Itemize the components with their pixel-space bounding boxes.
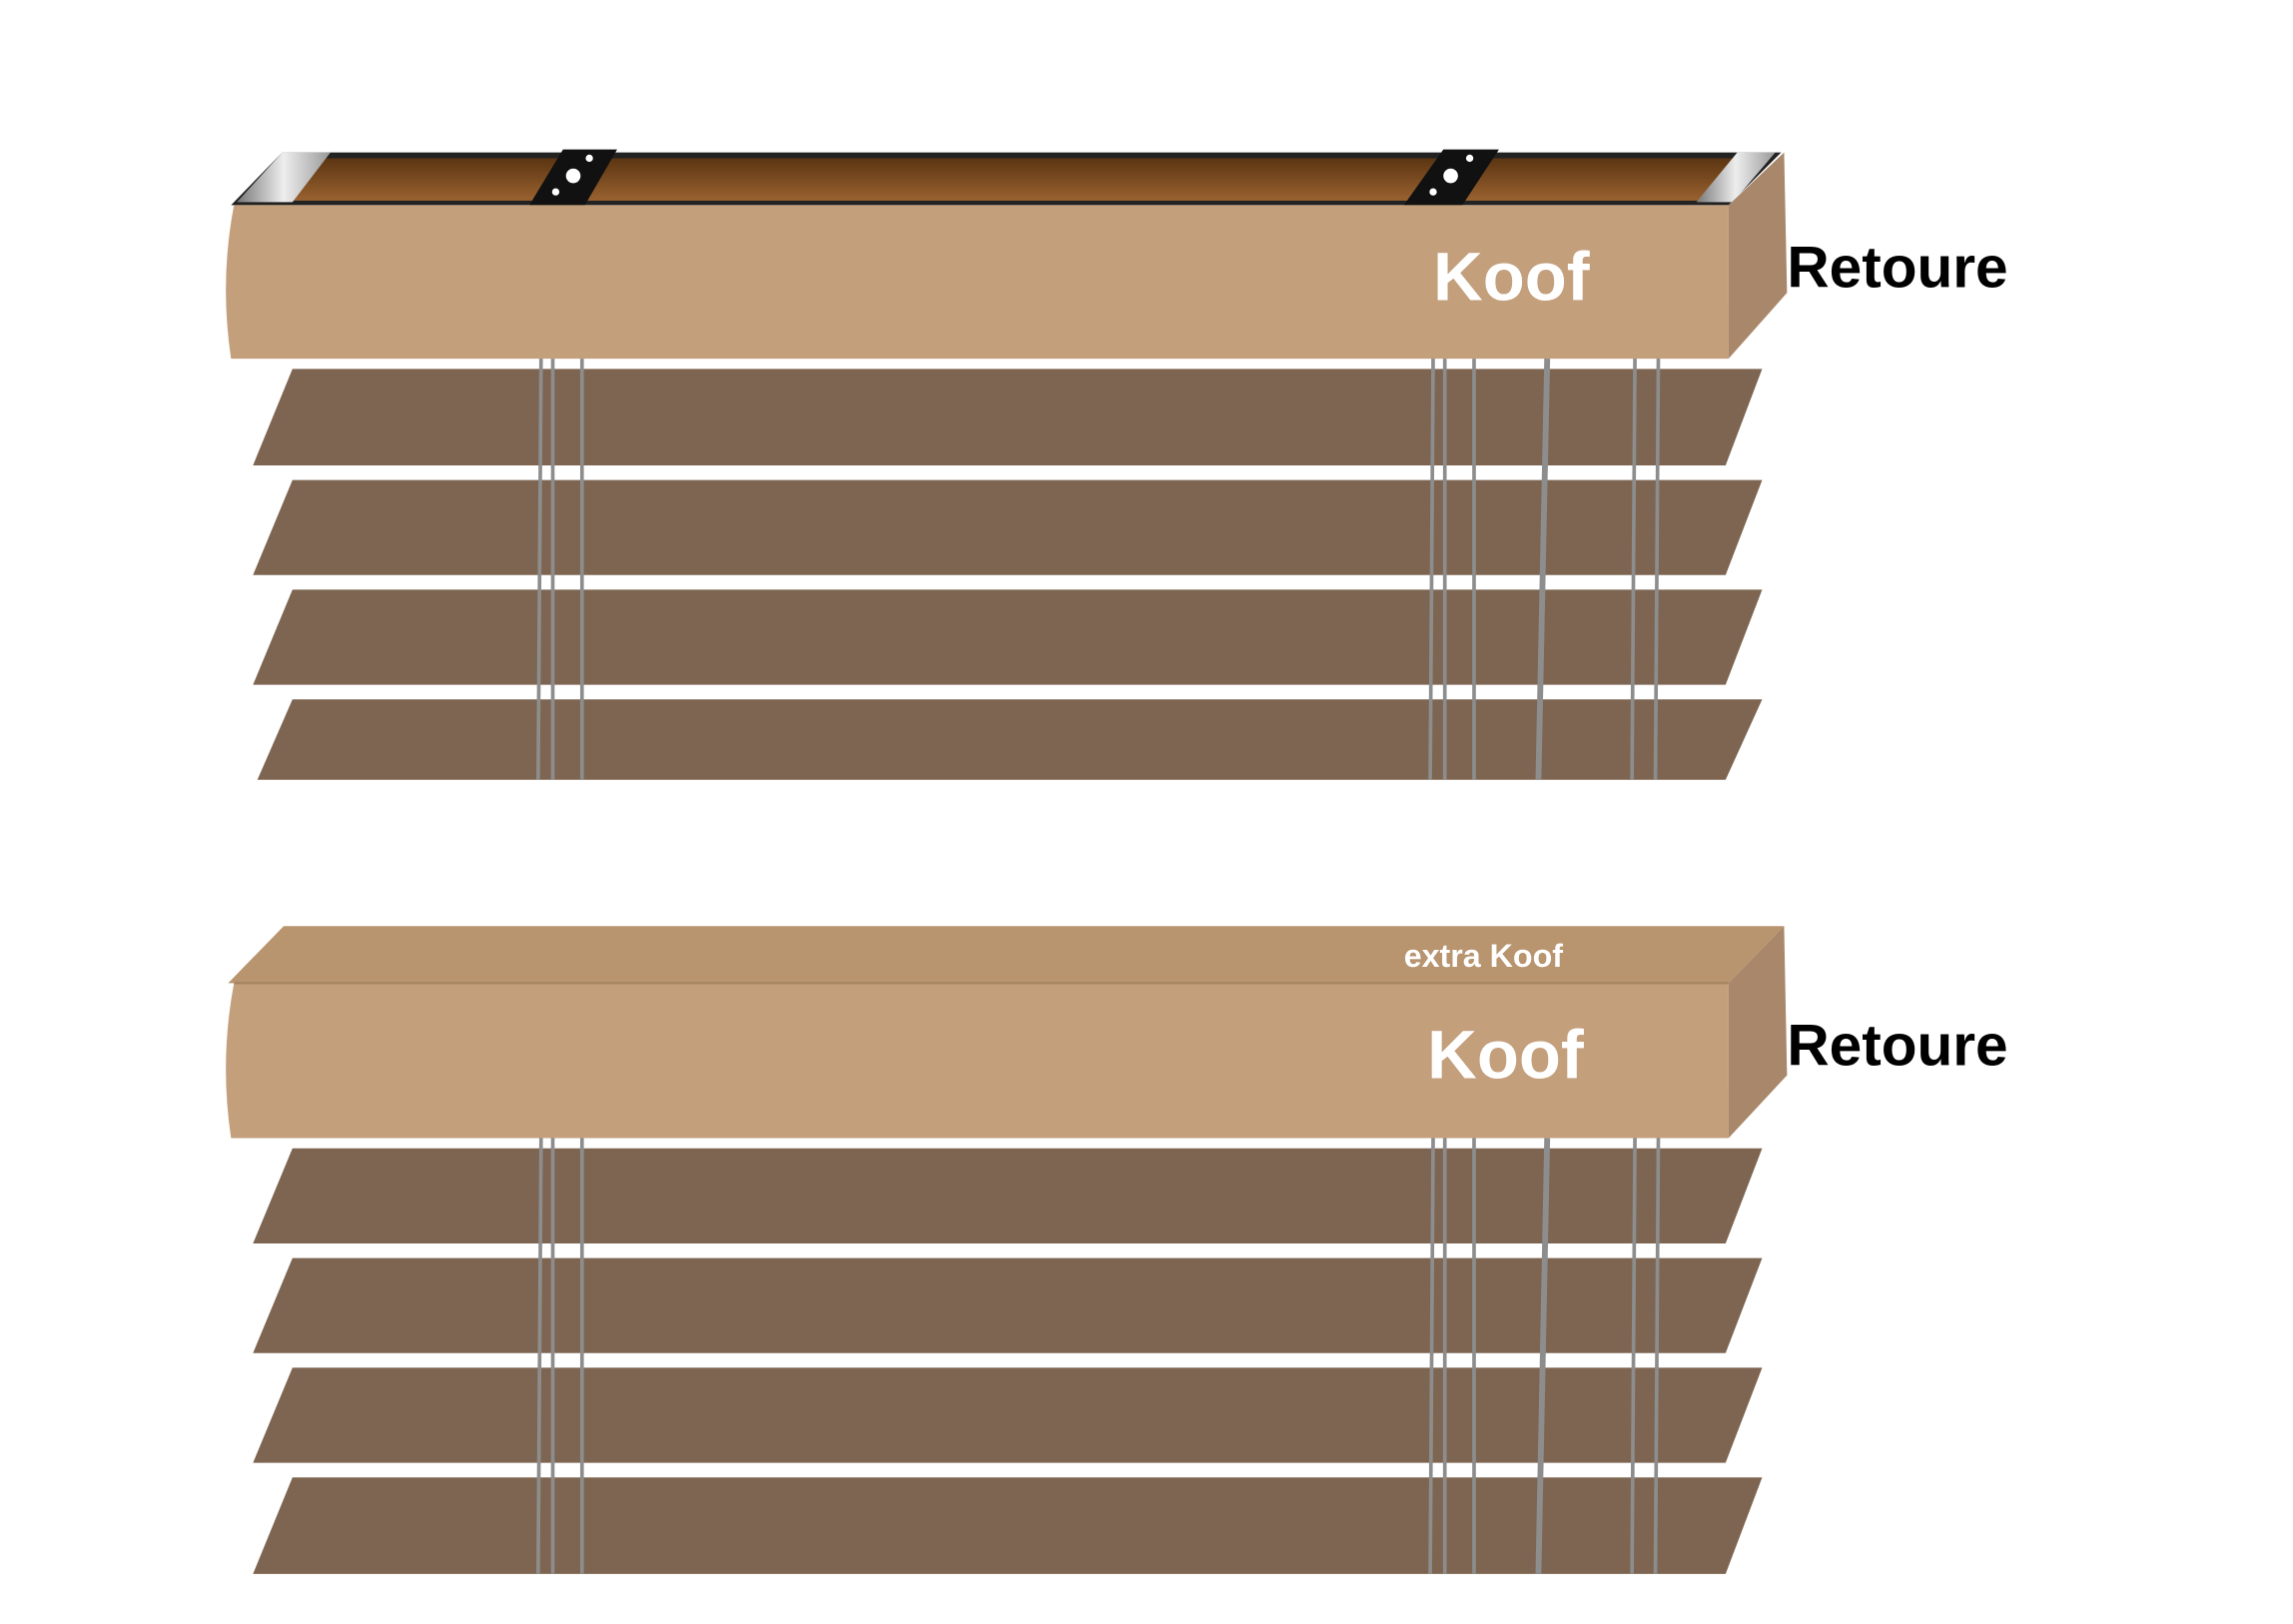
return-label: Retoure [1787,1013,2007,1078]
return-label: Retoure [1787,235,2007,300]
valance-label: Koof [1433,239,1591,316]
extra-valance-label: extra Koof [1404,938,1564,974]
blind-extra-valance: extra Koof Koof Retoure [226,926,2008,1574]
headrail-interior [231,152,1782,206]
valance-front [226,983,1729,1139]
valance-label: Koof [1427,1017,1585,1094]
ladder-cords [536,359,1661,780]
blind-standard-valance: Koof Retoure [226,149,2008,780]
mounting-bracket [1403,149,1499,206]
mounting-bracket [529,149,617,206]
valance-front [226,205,1729,360]
slats [253,1148,1763,1574]
ladder-cords [536,1138,1661,1574]
valance-return-side [1728,926,1788,1139]
valance-return-side [1728,152,1788,360]
slats [253,369,1763,780]
extra-valance-top [228,926,1785,984]
